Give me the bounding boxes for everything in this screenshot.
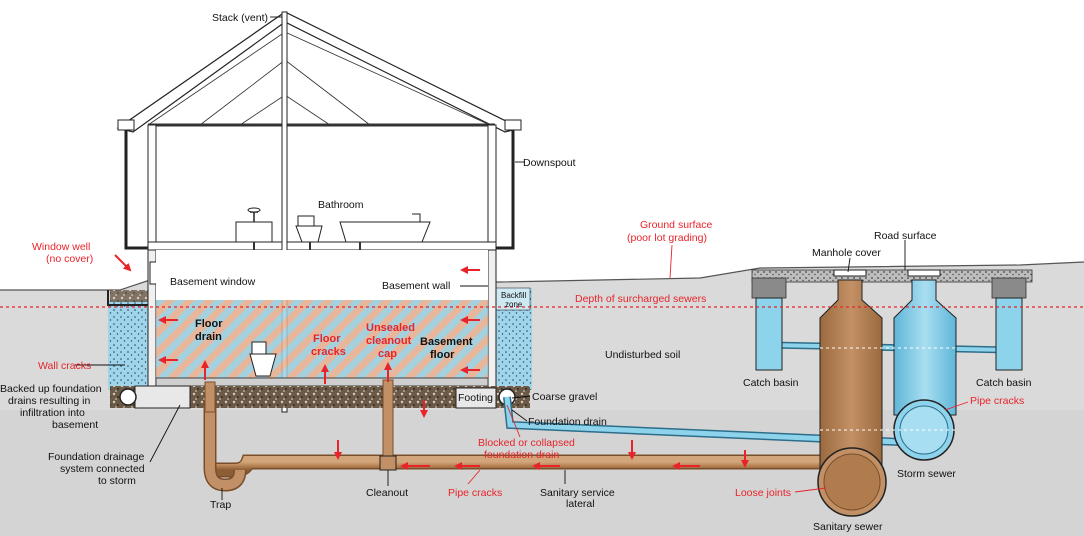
manhole-cover-right	[907, 269, 941, 277]
label-blocked-1: Blocked or collapsed	[478, 437, 575, 449]
sanitary-sewer-inner	[823, 453, 881, 511]
label-sanitary-sewer: Sanitary sewer	[813, 521, 883, 533]
road-curb-right	[991, 277, 1027, 299]
downspout-right	[496, 130, 515, 250]
label-basement-window: Basement window	[170, 276, 256, 288]
label-coarse-gravel: Coarse gravel	[532, 391, 597, 403]
label-downspout: Downspout	[523, 157, 576, 169]
label-floor-drain-2: drain	[195, 331, 222, 343]
catch-basin-right	[995, 297, 1023, 371]
label-manhole-cover: Manhole cover	[812, 247, 881, 259]
gutter-left	[117, 119, 135, 131]
label-storm-sewer: Storm sewer	[897, 468, 956, 480]
label-cleanout: Cleanout	[366, 487, 408, 499]
label-backed-up-1: Backed up foundation	[0, 383, 102, 395]
label-window-well-1: Window well	[32, 241, 90, 253]
basement-toilet-icon	[249, 341, 277, 377]
label-basement-floor-1: Basement	[420, 336, 473, 348]
sanitary-service-lateral-fill	[210, 456, 820, 476]
label-sanitary-lateral-1: Sanitary service	[540, 487, 615, 499]
trap-pipe-fill	[205, 400, 245, 491]
label-backed-up-2: drains resulting in	[8, 395, 90, 407]
gutter-right	[504, 119, 522, 131]
label-stack-vent: Stack (vent)	[212, 12, 268, 24]
main-floor	[147, 241, 497, 251]
label-floor-drain-1: Floor	[195, 318, 223, 330]
label-undisturbed-soil: Undisturbed soil	[605, 349, 680, 361]
label-catch-basin-right: Catch basin	[976, 377, 1032, 389]
label-footing: Footing	[458, 392, 493, 404]
cleanout-riser	[382, 379, 394, 461]
road-surface	[751, 269, 1033, 283]
house-wall-left	[147, 124, 157, 256]
window-well-gravel	[110, 290, 150, 302]
foundation-drain-left	[119, 388, 137, 406]
label-basement-floor-2: floor	[430, 349, 455, 361]
footing-left	[134, 385, 191, 409]
label-road-surface: Road surface	[874, 230, 937, 242]
stack-vent	[281, 11, 288, 413]
label-blocked-2: foundation drain	[484, 449, 559, 461]
label-pipe-cracks-right: Pipe cracks	[970, 395, 1024, 407]
label-trap: Trap	[210, 499, 231, 511]
label-backfill-2: zone	[505, 300, 523, 309]
house-roof	[116, 11, 522, 133]
footing-right	[455, 387, 497, 409]
label-foundation-system-1: Foundation drainage	[48, 451, 144, 463]
label-unsealed-3: cap	[378, 348, 397, 360]
basement-wall-right	[487, 249, 497, 391]
label-backfill-1: Backfill	[501, 291, 527, 300]
label-catch-basin-left: Catch basin	[743, 377, 799, 389]
floor-drain-riser	[204, 381, 216, 413]
house-wall-right	[487, 124, 497, 256]
label-backed-up-3: infiltration into	[20, 407, 85, 419]
label-wall-cracks: Wall cracks	[38, 360, 91, 372]
label-unsealed-1: Unsealed	[366, 322, 415, 334]
basement-interior	[156, 250, 488, 300]
label-depth-surcharged: Depth of surcharged sewers	[575, 293, 706, 305]
label-floor-cracks-1: Floor	[313, 333, 341, 345]
label-ground-surface-2: (poor lot grading)	[627, 232, 707, 244]
label-backed-up-4: basement	[52, 419, 98, 431]
catch-basin-lateral-fill	[769, 343, 1011, 352]
toilet-icon	[295, 215, 323, 243]
label-basement-wall: Basement wall	[382, 280, 450, 292]
leader-lines	[75, 16, 969, 500]
backfill-left	[108, 300, 150, 390]
label-unsealed-2: cleanout	[366, 335, 412, 347]
catch-basin-left	[755, 297, 783, 371]
label-sanitary-lateral-2: lateral	[566, 498, 595, 510]
label-pipe-cracks-bottom: Pipe cracks	[448, 487, 502, 499]
infiltration-arrows	[114, 254, 749, 470]
label-foundation-drain: Foundation drain	[528, 416, 607, 428]
downspout-left	[124, 130, 150, 250]
road-curb-left	[751, 277, 787, 299]
cleanout-cap	[379, 455, 397, 471]
manhole-cover-left	[833, 269, 867, 277]
label-foundation-system-2: system connected	[60, 463, 145, 475]
label-window-well-2: (no cover)	[46, 253, 93, 265]
label-ground-surface-1: Ground surface	[640, 219, 713, 231]
label-bathroom: Bathroom	[318, 199, 364, 211]
ground-surface-line	[0, 261, 1084, 291]
label-floor-cracks-2: cracks	[311, 346, 346, 358]
sink-icon	[235, 207, 273, 243]
bathtub-icon	[339, 213, 431, 243]
label-loose-joints: Loose joints	[735, 487, 791, 499]
label-foundation-system-3: to storm	[98, 475, 136, 487]
